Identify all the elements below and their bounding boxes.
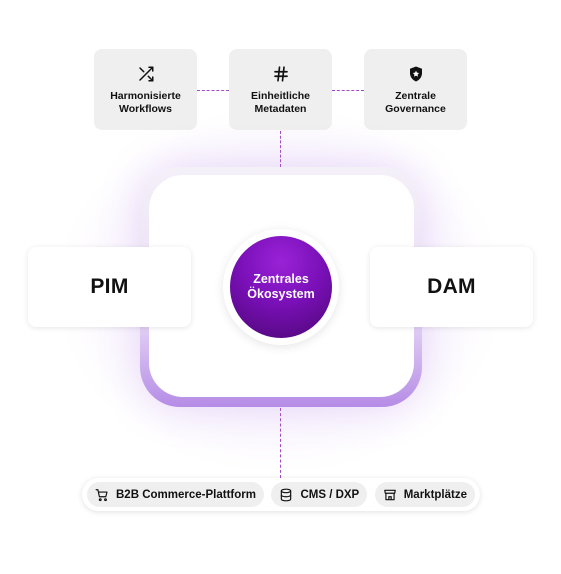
- card-label: Harmonisierte Workflows: [110, 89, 181, 115]
- card-central-governance: Zentrale Governance: [364, 49, 467, 130]
- center-circle: Zentrales Ökosystem: [230, 236, 332, 338]
- database-icon: [279, 488, 293, 502]
- store-icon: [383, 488, 397, 502]
- shuffle-icon: [136, 64, 156, 84]
- channel-label: Marktplätze: [403, 488, 467, 501]
- channel-marketplaces: Marktplätze: [374, 482, 475, 507]
- channel-label: CMS / DXP: [300, 488, 360, 501]
- pim-block: PIM: [28, 247, 191, 327]
- connector-top-right: [332, 90, 364, 91]
- connector-bottom-vertical: [280, 408, 281, 478]
- card-label: Zentrale Governance: [385, 89, 446, 115]
- hash-icon: [271, 64, 291, 84]
- channel-cms-dxp: CMS / DXP: [271, 482, 368, 507]
- connector-top-vertical: [280, 131, 281, 167]
- cart-icon: [95, 488, 109, 502]
- card-label: Einheitliche Metadaten: [251, 89, 310, 115]
- channel-b2b-commerce: B2B Commerce-Plattform: [87, 482, 264, 507]
- connector-top-left: [197, 90, 229, 91]
- shield-star-icon: [406, 64, 426, 84]
- channel-bar: B2B Commerce-Plattform CMS / DXP Marktpl…: [82, 478, 480, 511]
- center-label: Zentrales Ökosystem: [247, 272, 315, 301]
- channel-label: B2B Commerce-Plattform: [116, 488, 256, 501]
- card-harmonized-workflows: Harmonisierte Workflows: [94, 49, 197, 130]
- card-unified-metadata: Einheitliche Metadaten: [229, 49, 332, 130]
- dam-block: DAM: [370, 247, 533, 327]
